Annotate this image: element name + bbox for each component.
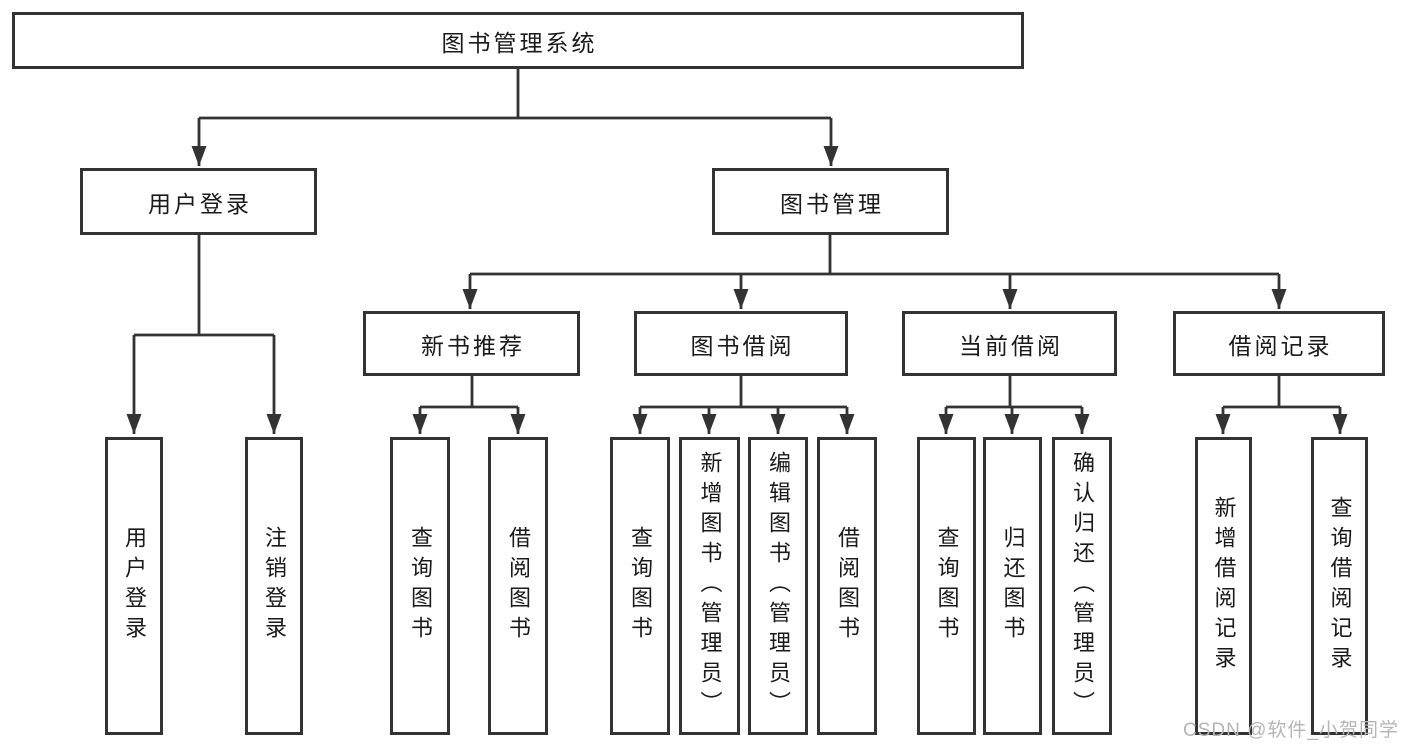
leaf-add-borrow-record: 新增借阅记录 — [1195, 437, 1252, 735]
leaf-borrow-book: 借阅图书 — [817, 437, 877, 735]
node-book-management: 图书管理 — [712, 168, 949, 235]
leaf-confirm-return-admin: 确认归还（管理员） — [1052, 437, 1112, 735]
leaf-user-login: 用户登录 — [105, 437, 163, 735]
leaf-add-book-admin: 新增图书（管理员） — [679, 437, 740, 735]
leaf-borrow-book: 借阅图书 — [488, 437, 548, 735]
leaf-query-books: 查询图书 — [917, 437, 976, 735]
leaf-return-book: 归还图书 — [983, 437, 1042, 735]
leaf-query-borrow-record: 查询借阅记录 — [1311, 437, 1368, 735]
node-root-library-system: 图书管理系统 — [12, 12, 1024, 69]
leaf-edit-book-admin: 编辑图书（管理员） — [748, 437, 808, 735]
node-borrowing-records: 借阅记录 — [1173, 311, 1385, 376]
leaf-logout: 注销登录 — [245, 437, 303, 735]
node-new-book-recommendation: 新书推荐 — [363, 311, 580, 376]
node-user-login: 用户登录 — [80, 168, 317, 235]
node-current-borrowing: 当前借阅 — [902, 311, 1117, 376]
leaf-query-books: 查询图书 — [610, 437, 670, 735]
node-book-borrowing: 图书借阅 — [634, 311, 848, 376]
csdn-watermark: CSDN @软件_小贺同学 — [1183, 720, 1399, 741]
leaf-query-books: 查询图书 — [390, 437, 450, 735]
